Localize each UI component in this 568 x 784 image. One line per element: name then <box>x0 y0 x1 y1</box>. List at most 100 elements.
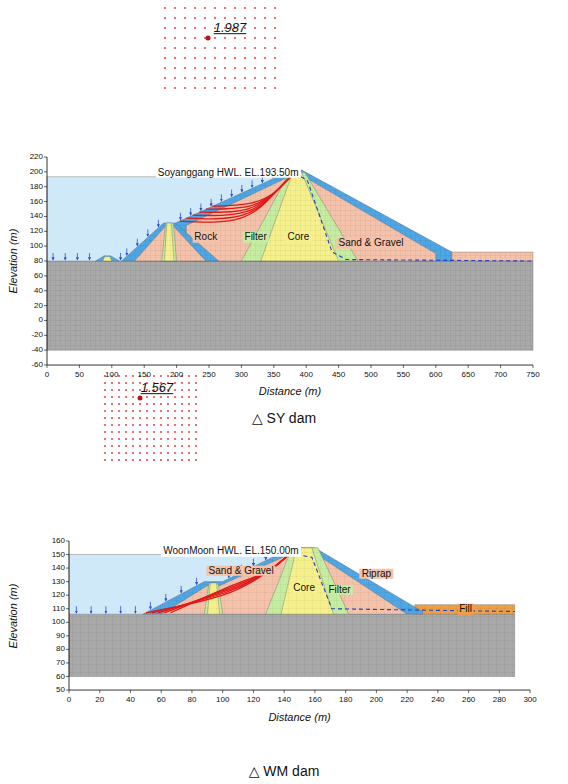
water-load-arrow <box>120 606 121 613</box>
foundation <box>69 614 515 676</box>
grid-center-dot <box>104 459 106 461</box>
grid-center-dot <box>184 77 186 79</box>
grid-center-dot <box>118 382 120 384</box>
grid-center-dot <box>234 17 236 19</box>
grid-center-dot <box>224 77 226 79</box>
grid-center-dot <box>167 445 169 447</box>
grid-center-dot <box>274 47 276 49</box>
water-load-arrow <box>91 606 92 613</box>
grid-center-dot <box>188 410 190 412</box>
grid-center-dot <box>174 57 176 59</box>
grid-center-dot <box>164 67 166 69</box>
grid-center-dot <box>194 7 196 9</box>
grid-center-dot <box>274 27 276 29</box>
tick-label: 100 <box>105 371 118 379</box>
grid-center-dot <box>204 57 206 59</box>
x-tick <box>241 365 242 368</box>
grid-center-dot <box>167 410 169 412</box>
slip-surface <box>152 550 293 612</box>
grid-center-dot <box>164 27 166 29</box>
zone-label: Core <box>286 232 312 243</box>
grid-center-dot <box>146 396 148 398</box>
cofferdam-filter-mesh <box>162 223 177 261</box>
grid-center-dot <box>264 7 266 9</box>
y-axis <box>69 541 70 690</box>
x-tick <box>306 365 307 368</box>
grid-center-dot <box>195 396 197 398</box>
grid-center-dot <box>184 27 186 29</box>
grid-center-dot <box>181 459 183 461</box>
tick-label: 450 <box>332 371 345 379</box>
water-load-arrow <box>137 239 138 246</box>
grid-center-dot <box>139 452 141 454</box>
grid-center-dot <box>244 7 246 9</box>
grid-center-dot <box>234 87 236 89</box>
x-tick <box>533 365 534 368</box>
grid-center-dot <box>244 67 246 69</box>
grid-center-dot <box>244 37 246 39</box>
tick-label: 240 <box>431 696 444 704</box>
water-load-arrow <box>180 213 181 220</box>
grid-center-dot <box>244 47 246 49</box>
grid-center-dot <box>174 77 176 79</box>
grid-center-dot <box>118 389 120 391</box>
y-tick <box>66 690 69 691</box>
tick-label: 0 <box>67 696 71 704</box>
grid-center-dot <box>214 77 216 79</box>
grid-center-dot <box>195 410 197 412</box>
grid-center-dot <box>254 47 256 49</box>
grid-center-dot <box>264 27 266 29</box>
grid-center-dot <box>132 403 134 405</box>
x-tick <box>403 365 404 368</box>
grid-center-dot <box>188 459 190 461</box>
tick-label: 180 <box>339 696 352 704</box>
grid-center-dot <box>167 438 169 440</box>
tick-label: 110 <box>52 605 65 613</box>
tick-label: 600 <box>429 371 442 379</box>
grid-center-dot <box>164 47 166 49</box>
cofferdam-shell-mesh <box>122 223 219 261</box>
grid-center-dot <box>264 37 266 39</box>
grid-center-dot <box>118 438 120 440</box>
grid-center-dot <box>132 452 134 454</box>
water-load-arrow <box>181 586 182 593</box>
grid-center-dot <box>160 445 162 447</box>
y-tick <box>66 676 69 677</box>
x-tick <box>499 690 500 693</box>
grid-center-dot <box>174 87 176 89</box>
grid-center-dot <box>204 17 206 19</box>
tick-label: 120 <box>52 591 65 599</box>
grid-center-dot <box>111 452 113 454</box>
grid-center-dot <box>195 382 197 384</box>
y-tick <box>66 635 69 636</box>
grid-center-dot <box>188 403 190 405</box>
grid-center-dot <box>174 438 176 440</box>
grid-center-dot <box>111 459 113 461</box>
grid-center-dot <box>104 417 106 419</box>
tick-label: 50 <box>56 686 65 694</box>
grid-center-dot <box>174 382 176 384</box>
tick-label: 350 <box>267 371 280 379</box>
tick-label: 220 <box>30 153 43 161</box>
tick-label: 400 <box>300 371 313 379</box>
tick-label: 300 <box>235 371 248 379</box>
grid-center-dot <box>224 17 226 19</box>
tick-label: 0 <box>39 316 43 324</box>
figure-caption: △ WM dam <box>249 764 320 779</box>
x-tick <box>176 365 177 368</box>
zone-label: Filter <box>243 232 269 243</box>
grid-center-dot <box>164 87 166 89</box>
grid-center-dot <box>274 7 276 9</box>
grid-center-dot <box>125 389 127 391</box>
tick-label: 100 <box>216 696 229 704</box>
tick-label: 200 <box>170 371 183 379</box>
grid-center-dot <box>188 424 190 426</box>
x-tick <box>338 365 339 368</box>
grid-center-dot <box>181 431 183 433</box>
grid-center-dot <box>254 37 256 39</box>
grid-center-dot <box>194 77 196 79</box>
y-tick <box>44 290 47 291</box>
grid-center-dot <box>254 67 256 69</box>
x-tick <box>273 365 274 368</box>
grid-center-dot <box>139 382 141 384</box>
